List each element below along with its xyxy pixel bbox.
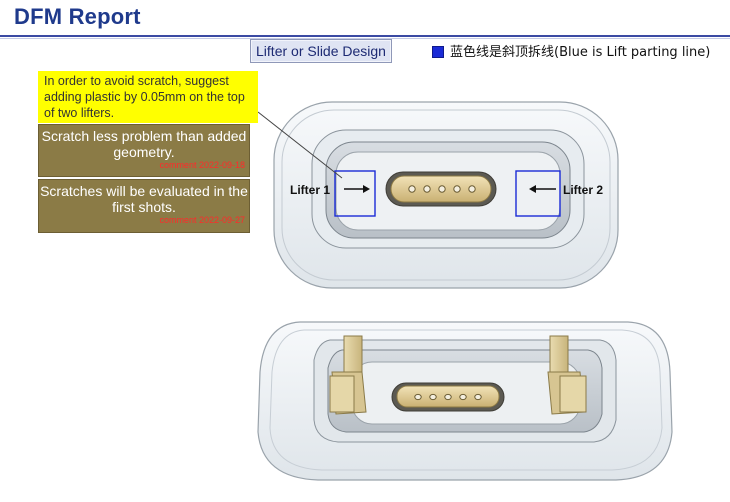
page-title: DFM Report (14, 4, 141, 29)
section-tag: Lifter or Slide Design (250, 39, 392, 63)
lifter-1-label: Lifter 1 (290, 183, 331, 197)
legend: 蓝色线是斜顶拆线(Blue is Lift parting line) (432, 41, 710, 60)
suggestion-note: In order to avoid scratch, suggest addin… (38, 71, 258, 123)
top-view-part (273, 101, 619, 289)
legend-text: 蓝色线是斜顶拆线(Blue is Lift parting line) (450, 45, 711, 60)
reply-note-2-comment: comment 2022-09-27 (159, 215, 245, 225)
reply-note-2: Scratches will be evaluated in the first… (38, 179, 250, 233)
title-divider (0, 35, 730, 37)
reply-note-1-text: Scratch less problem than added geometry… (41, 128, 247, 160)
reply-note-1-comment: comment 2022-09-18 (159, 160, 245, 170)
perspective-view-part (257, 321, 673, 481)
reply-note-1: Scratch less problem than added geometry… (38, 124, 250, 177)
reply-note-2-text: Scratches will be evaluated in the first… (40, 183, 248, 215)
title-divider-shadow (0, 38, 730, 39)
lifter-2-label: Lifter 2 (563, 183, 604, 197)
legend-swatch (432, 45, 444, 58)
